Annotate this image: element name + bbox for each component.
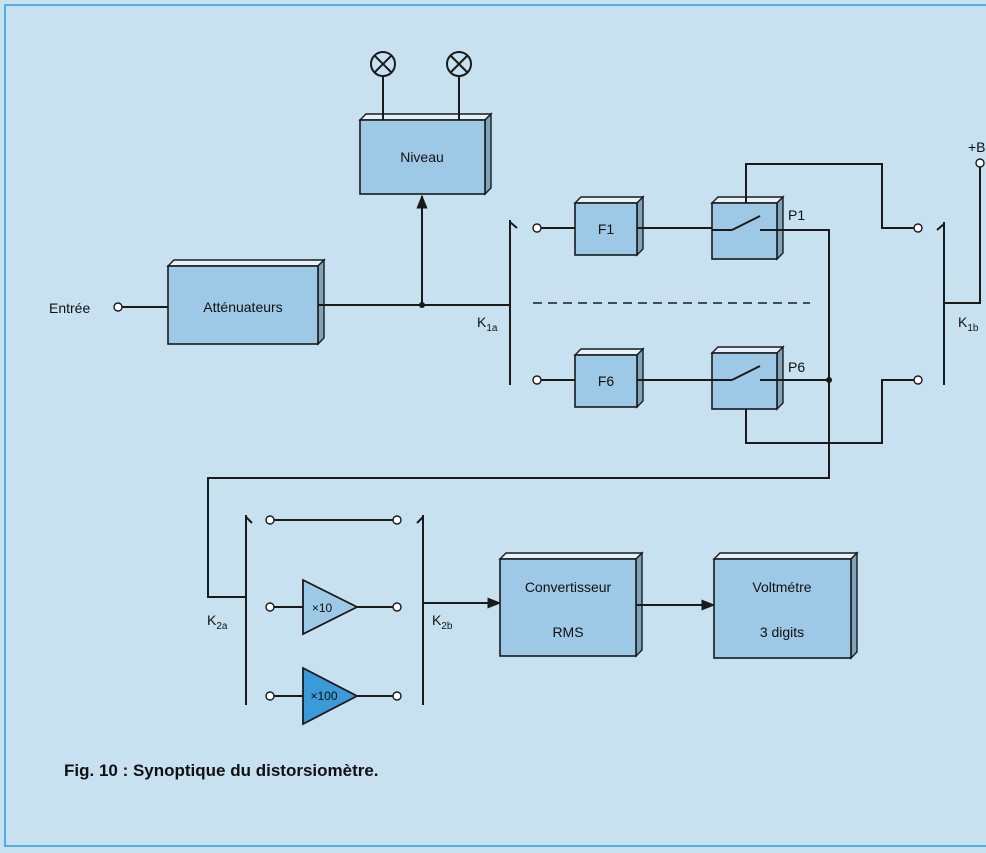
converter-label-line2: RMS bbox=[552, 624, 583, 640]
f6-label: F6 bbox=[598, 373, 615, 389]
switch-k1a bbox=[509, 220, 518, 385]
k1a-main: K bbox=[477, 314, 487, 330]
terminal bbox=[392, 515, 402, 525]
amp100-label: ×100 bbox=[310, 689, 337, 703]
amplifier-x100: ×100 bbox=[302, 666, 359, 726]
amplifier-x10: ×10 bbox=[302, 578, 360, 636]
p1-label: P1 bbox=[788, 207, 805, 223]
attenuators-label: Atténuateurs bbox=[203, 299, 282, 315]
amp10-label: ×10 bbox=[312, 601, 333, 615]
terminal bbox=[392, 691, 402, 701]
filter-f1-block: F1 bbox=[573, 195, 645, 257]
figure-frame bbox=[4, 4, 986, 847]
converter-label-line1: Convertisseur bbox=[525, 579, 612, 595]
wire-relay-out bbox=[207, 229, 830, 598]
figure-caption: Fig. 10 : Synoptique du distorsiomètre. bbox=[64, 761, 379, 780]
voltmeter-label-line2: 3 digits bbox=[760, 624, 804, 640]
terminal bbox=[532, 223, 542, 233]
k1b-label: K1b bbox=[958, 314, 979, 334]
level-block: Niveau bbox=[358, 112, 493, 196]
relay-p1 bbox=[710, 195, 785, 261]
wire-supply bbox=[944, 167, 981, 304]
filter-f6-block: F6 bbox=[573, 347, 645, 409]
k1b-sub: 1b bbox=[967, 323, 979, 334]
k2b-label: K2b bbox=[432, 612, 453, 632]
f1-label: F1 bbox=[598, 221, 615, 237]
wire-p1-control bbox=[745, 163, 914, 229]
terminal bbox=[265, 691, 275, 701]
k1a-label: K1a bbox=[477, 314, 498, 334]
switch-k2b bbox=[416, 515, 424, 705]
voltmeter-label-line1: Voltmétre bbox=[752, 579, 811, 595]
relay-p6 bbox=[710, 345, 785, 411]
attenuators-block: Atténuateurs bbox=[166, 258, 326, 346]
input-terminal bbox=[113, 302, 123, 312]
input-label: Entrée bbox=[49, 300, 90, 316]
k2a-sub: 2a bbox=[216, 621, 228, 632]
lamp-icon bbox=[370, 51, 396, 77]
wire-p6-control bbox=[745, 379, 914, 444]
rms-converter-block: Convertisseur RMS bbox=[498, 551, 644, 658]
k1b-main: K bbox=[958, 314, 968, 330]
junction-dot bbox=[826, 377, 832, 383]
k2b-sub: 2b bbox=[441, 621, 453, 632]
terminal bbox=[265, 515, 275, 525]
terminal bbox=[913, 223, 923, 233]
supply-label: +B bbox=[968, 139, 986, 155]
p6-label: P6 bbox=[788, 359, 805, 375]
terminal bbox=[392, 602, 402, 612]
switch-k2a bbox=[245, 515, 253, 705]
supply-terminal bbox=[975, 158, 985, 168]
switch-k1b bbox=[936, 222, 945, 385]
level-label: Niveau bbox=[400, 149, 444, 165]
lamp-icon bbox=[446, 51, 472, 77]
k2b-main: K bbox=[432, 612, 442, 628]
terminal bbox=[532, 375, 542, 385]
terminal bbox=[913, 375, 923, 385]
k1a-sub: 1a bbox=[486, 323, 498, 334]
terminal bbox=[265, 602, 275, 612]
k2a-main: K bbox=[207, 612, 217, 628]
voltmeter-block: Voltmétre 3 digits bbox=[712, 551, 859, 660]
k2a-label: K2a bbox=[207, 612, 228, 632]
